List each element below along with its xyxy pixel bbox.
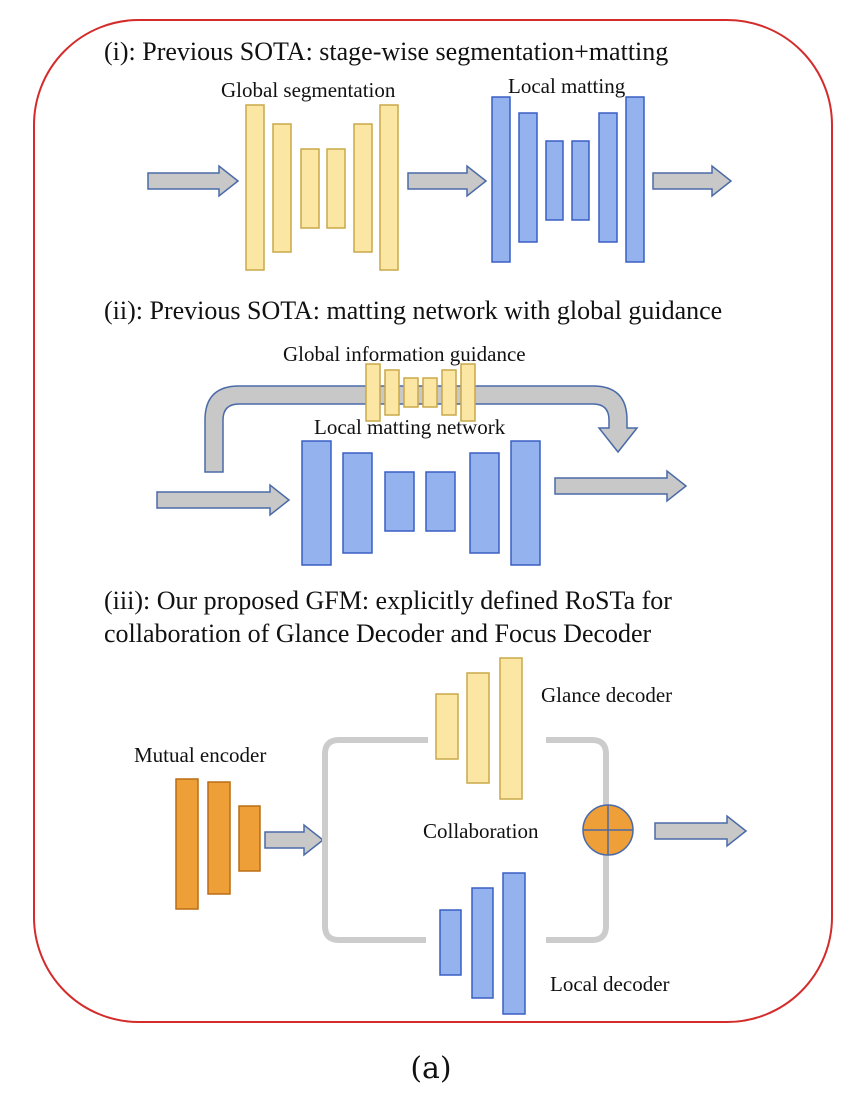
- guidance-curved-arrow: [204, 385, 639, 473]
- mat-layer-3: [545, 140, 564, 221]
- glance-layer-1: [435, 693, 459, 760]
- collaboration-plus-icon: [582, 804, 634, 856]
- local-decoder-label: Local decoder: [550, 972, 670, 996]
- guide-layer-6: [460, 363, 476, 422]
- mat-layer-4: [571, 140, 590, 221]
- outer-border: [33, 19, 833, 1023]
- section3-title-line1: (iii): Our proposed GFM: explicitly defi…: [104, 586, 672, 615]
- enc-layer-1: [175, 778, 199, 910]
- local-layer-1: [439, 909, 462, 976]
- input-arrow-1: [147, 164, 240, 198]
- local-matting-label: Local matting: [508, 74, 626, 98]
- encoder-arrow: [264, 823, 325, 857]
- mat-layer-5: [598, 112, 618, 243]
- output-arrow-2: [554, 469, 688, 503]
- mat-layer-2: [518, 112, 538, 243]
- section2-title: (ii): Previous SOTA: matting network wit…: [104, 296, 722, 325]
- local-layer-3: [502, 872, 526, 1015]
- figure-caption: (a): [410, 1051, 451, 1086]
- net-layer-2: [342, 452, 373, 554]
- net-layer-5: [469, 452, 500, 554]
- mutual-encoder-label: Mutual encoder: [134, 743, 266, 767]
- glance-layer-2: [466, 672, 490, 784]
- global-guidance-label: Global information guidance: [283, 342, 526, 366]
- guide-layer-5: [441, 369, 457, 416]
- guide-layer-2: [384, 369, 400, 416]
- seg-layer-6: [379, 104, 399, 271]
- output-arrow-3: [654, 814, 748, 848]
- enc-layer-2: [207, 781, 231, 895]
- guide-layer-3: [403, 377, 419, 408]
- global-segmentation-label: Global segmentation: [221, 78, 396, 102]
- global-guidance-network: [365, 363, 476, 422]
- local-layer-2: [471, 887, 494, 999]
- local-matting-network-label: Local matting network: [314, 415, 506, 439]
- glance-decoder: [435, 657, 523, 800]
- mat-layer-1: [491, 96, 511, 263]
- seg-layer-1: [245, 104, 265, 271]
- local-matting-network: [491, 96, 645, 263]
- seg-layer-3: [300, 148, 320, 229]
- net-layer-3: [384, 471, 415, 532]
- glance-layer-3: [499, 657, 523, 800]
- input-arrow-2: [156, 483, 291, 517]
- net-layer-6: [510, 440, 541, 566]
- output-arrow-1: [652, 164, 733, 198]
- local-matting-network-2: [301, 440, 541, 566]
- seg-layer-4: [326, 148, 346, 229]
- net-layer-1: [301, 440, 332, 566]
- seg-layer-5: [353, 123, 373, 253]
- guide-layer-1: [365, 363, 381, 422]
- seg-layer-2: [272, 123, 292, 253]
- global-segmentation-network: [245, 104, 399, 271]
- collaboration-label: Collaboration: [423, 819, 539, 843]
- guide-layer-4: [422, 377, 438, 408]
- glance-decoder-label: Glance decoder: [541, 683, 672, 707]
- mutual-encoder: [175, 778, 261, 910]
- middle-arrow-1: [407, 164, 488, 198]
- mat-layer-6: [625, 96, 645, 263]
- enc-layer-3: [238, 805, 261, 872]
- section3-title-line2: collaboration of Glance Decoder and Focu…: [104, 619, 652, 648]
- section1-title: (i): Previous SOTA: stage-wise segmentat…: [104, 37, 668, 66]
- local-decoder: [439, 872, 526, 1015]
- net-layer-4: [425, 471, 456, 532]
